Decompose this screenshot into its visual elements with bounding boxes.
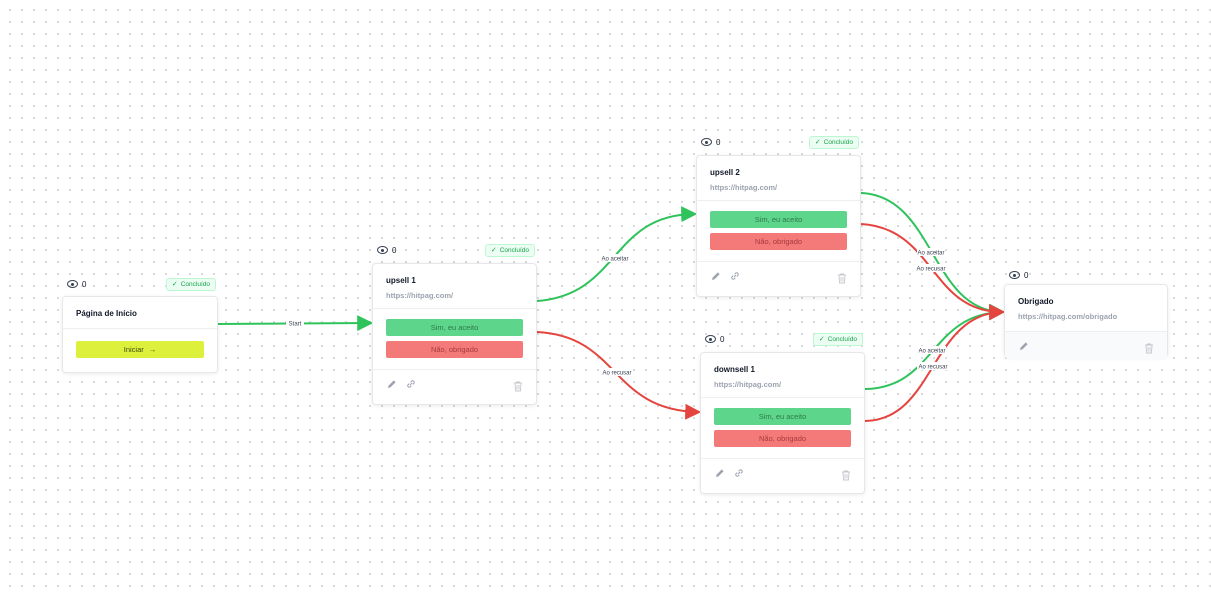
views-count: 0 — [392, 245, 397, 255]
decline-button[interactable]: Não, obrigado — [714, 430, 851, 447]
decline-button[interactable]: Não, obrigado — [710, 233, 847, 250]
pencil-icon[interactable] — [710, 271, 721, 282]
upsell1-node-meta: 0 ✓ Concluído — [377, 243, 535, 257]
decline-button[interactable]: Não, obrigado — [386, 341, 523, 358]
node-url: https://hitpag.com/ — [386, 291, 454, 300]
views-count: 0 — [716, 137, 721, 147]
thanks-node-meta: 0 — [1009, 268, 1167, 282]
edge-start[interactable] — [217, 315, 374, 332]
card-header: upsell 2 https://hitpag.com/ — [697, 156, 860, 201]
check-icon: ✓ — [171, 280, 178, 288]
start-node-meta: 0 ✓ Concluído — [67, 277, 216, 291]
upsell2-node-meta: 0 ✓ Concluído — [701, 135, 859, 149]
trash-icon[interactable] — [513, 379, 523, 392]
edge-label-upsell2-accept: Ao aceitar — [917, 251, 944, 257]
card-header: Página de Início — [63, 297, 217, 329]
edge-label-upsell2-decline: Ao recusar — [916, 267, 945, 273]
upsell1-node-card[interactable]: upsell 1 https://hitpag.com/ Sim, eu ace… — [372, 263, 537, 405]
node-title: Obrigado — [1018, 297, 1054, 306]
status-badge: ✓ Concluído — [808, 135, 859, 149]
edge-label-upsell1-decline: Ao recusar — [602, 371, 631, 377]
views-counter: 0 — [377, 246, 396, 255]
arrow-right-icon: → — [148, 345, 157, 354]
eye-icon — [1009, 271, 1020, 279]
eye-icon — [701, 138, 712, 146]
edge-label-downsell1-decline: Ao recusar — [918, 365, 947, 371]
edge-downsell1-decline[interactable] — [864, 304, 1006, 422]
card-toolbar — [373, 370, 536, 398]
node-url: https://hitpag.com/ — [714, 380, 782, 389]
link-icon[interactable] — [733, 468, 744, 479]
views-count: 0 — [720, 334, 725, 344]
views-counter: 0 — [67, 280, 86, 289]
pencil-icon[interactable] — [1018, 340, 1029, 351]
start-button[interactable]: Iniciar → — [76, 341, 204, 358]
accept-button[interactable]: Sim, eu aceito — [714, 408, 851, 425]
node-title: Página de Início — [76, 309, 137, 318]
node-title: upsell 2 — [710, 168, 740, 177]
thanks-node-card[interactable]: Obrigado https://hitpag.com/obrigado — [1004, 284, 1168, 359]
link-icon[interactable] — [405, 379, 416, 390]
status-label: Concluído — [499, 246, 529, 254]
check-icon: ✓ — [490, 246, 497, 254]
card-toolbar — [1005, 332, 1167, 359]
views-counter: 0 — [705, 335, 724, 344]
check-icon: ✓ — [814, 138, 821, 146]
edge-upsell1-accept[interactable] — [536, 206, 698, 302]
check-icon: ✓ — [818, 335, 825, 343]
edge-label-start: Start — [289, 322, 302, 328]
eye-icon — [377, 246, 388, 254]
status-label: Concluído — [823, 138, 853, 146]
downsell1-node-card[interactable]: downsell 1 https://hitpag.com/ Sim, eu a… — [700, 352, 865, 494]
pencil-icon[interactable] — [386, 379, 397, 390]
edge-upsell1-decline[interactable] — [536, 331, 702, 420]
start-node-card[interactable]: Página de Início Iniciar → — [62, 296, 218, 373]
card-header: upsell 1 https://hitpag.com/ — [373, 264, 536, 309]
card-toolbar — [697, 262, 860, 290]
views-count: 0 — [1024, 270, 1029, 280]
eye-icon — [67, 280, 78, 288]
views-counter: 0 — [701, 138, 720, 147]
node-url: https://hitpag.com/ — [710, 183, 778, 192]
edge-upsell2-decline[interactable] — [860, 223, 1006, 320]
upsell2-node-card[interactable]: upsell 2 https://hitpag.com/ Sim, eu ace… — [696, 155, 861, 297]
edge-downsell1-accept[interactable] — [864, 304, 1006, 390]
status-label: Concluído — [180, 280, 210, 288]
trash-icon[interactable] — [841, 468, 851, 481]
node-title: upsell 1 — [386, 276, 416, 285]
card-header: Obrigado https://hitpag.com/obrigado — [1005, 285, 1167, 332]
pencil-icon[interactable] — [714, 468, 725, 479]
start-button-label: Iniciar — [123, 345, 144, 354]
link-icon[interactable] — [729, 271, 740, 282]
edge-label-upsell1-accept: Ao aceitar — [601, 257, 628, 263]
node-url: https://hitpag.com/obrigado — [1018, 312, 1118, 321]
views-counter: 0 — [1009, 271, 1028, 280]
accept-button[interactable]: Sim, eu aceito — [386, 319, 523, 336]
status-badge: ✓ Concluído — [484, 243, 535, 257]
trash-icon[interactable] — [837, 271, 847, 284]
eye-icon — [705, 335, 716, 343]
status-badge: ✓ Concluído — [165, 277, 216, 291]
status-label: Concluído — [827, 335, 857, 343]
card-toolbar — [701, 459, 864, 487]
views-count: 0 — [82, 279, 87, 289]
edge-label-downsell1-accept: Ao aceitar — [918, 349, 945, 355]
status-badge: ✓ Concluído — [812, 332, 863, 346]
trash-icon[interactable] — [1144, 341, 1154, 354]
node-title: downsell 1 — [714, 365, 755, 374]
downsell1-node-meta: 0 ✓ Concluído — [705, 332, 863, 346]
edge-upsell2-accept[interactable] — [860, 192, 1006, 320]
accept-button[interactable]: Sim, eu aceito — [710, 211, 847, 228]
card-header: downsell 1 https://hitpag.com/ — [701, 353, 864, 398]
